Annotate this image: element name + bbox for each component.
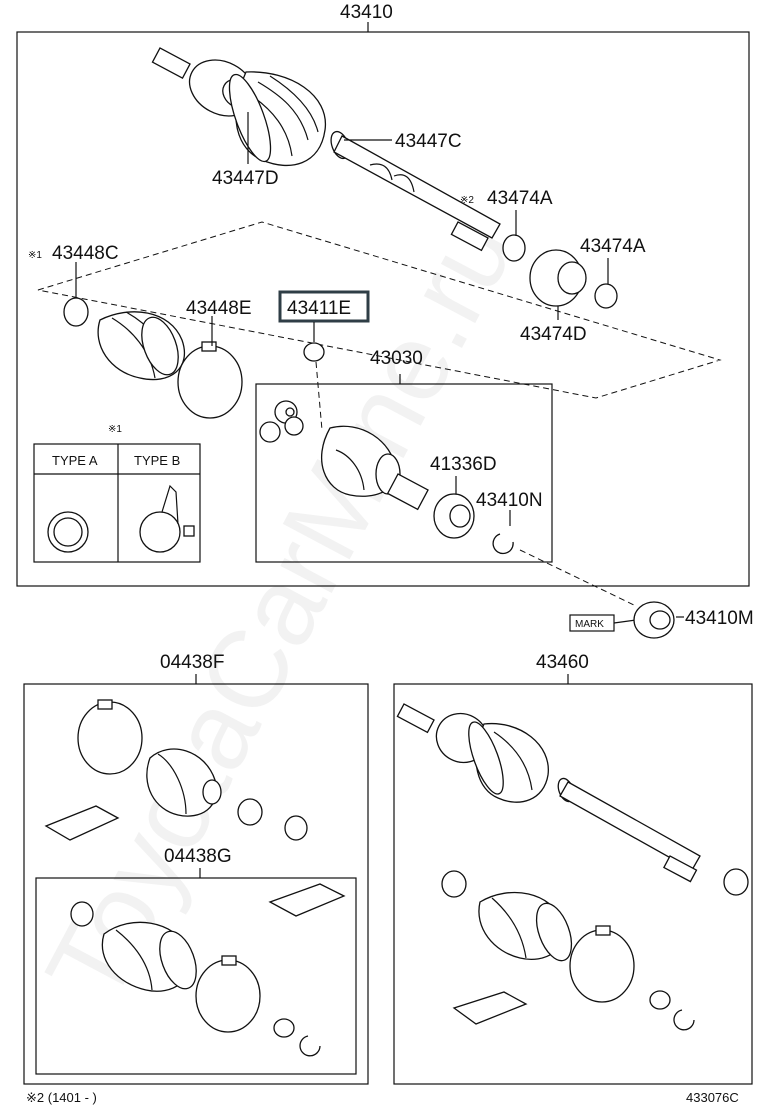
type-a-header: TYPE A [52,453,98,468]
label-41336D[interactable]: 41336D [430,454,497,475]
footer-code: 433076C [686,1090,739,1105]
snap-ring-43410N[interactable] [492,533,514,555]
inner-joint-housing[interactable] [321,425,429,511]
assy-top-frame [16,31,750,587]
footer-note: ※2 (1401 - ) [26,1090,97,1105]
inner-parts-group-outline [37,221,722,399]
type-b-header: TYPE B [134,453,180,468]
type-table-ref: ※1 [108,424,122,435]
clamp-43448C[interactable] [63,297,89,327]
band-43448E[interactable] [177,345,243,419]
dust-seal-41336D[interactable] [433,493,475,539]
label-43460[interactable]: 43460 [536,652,589,673]
tripod-joint[interactable] [259,400,304,443]
label-43447C[interactable]: 43447C [395,131,462,152]
inner-joint-frame [255,383,553,563]
clamp-43474A-left[interactable] [502,234,526,262]
label-43030[interactable]: 43030 [370,348,423,369]
label-04438F[interactable]: 04438F [160,652,224,673]
ref-mark-1: ※1 [28,250,42,261]
label-43410M[interactable]: 43410M [685,608,754,629]
label-43448C[interactable]: 43448C [52,243,119,264]
boot-inner[interactable] [97,311,186,381]
drive-shaft-outer[interactable] [151,47,501,252]
highlight-box-43411E [278,290,370,323]
snap-ring-43411E[interactable] [303,342,325,362]
label-43474D[interactable]: 43474D [520,324,587,345]
label-43410N[interactable]: 43410N [476,490,543,511]
kit-04438G-parts[interactable] [70,883,346,1057]
kit-04438G-frame [35,877,357,1075]
label-43474A-left[interactable]: 43474A [487,188,553,209]
part-43410M[interactable] [633,601,675,639]
kit-04438F-parts[interactable] [44,699,308,841]
clamp-type-b [139,511,181,553]
label-04438G[interactable]: 04438G [164,846,232,867]
assy-43460-frame [393,683,753,1085]
label-43448E[interactable]: 43448E [186,298,252,319]
ref-mark-2: ※2 [460,195,474,206]
mark-text: MARK [575,619,604,630]
assy-43460-parts[interactable] [396,703,749,1031]
label-43474A-right[interactable]: 43474A [580,236,646,257]
mark-leader-dash [519,549,637,607]
type-table: ※1 TYPE A TYPE B [33,424,201,563]
label-43411E[interactable]: 43411E [287,298,351,319]
clamp-43474A-right[interactable] [594,283,618,309]
damper-43474D[interactable] [529,249,587,307]
label-43447D[interactable]: 43447D [212,168,279,189]
label-43410[interactable]: 43410 [340,2,393,23]
